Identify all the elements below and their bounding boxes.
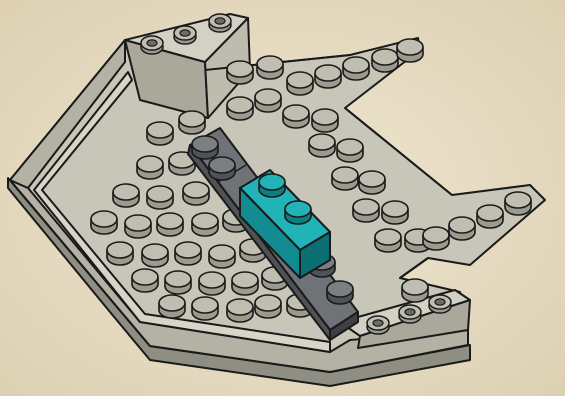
- instruction-scene: 2: [0, 0, 565, 396]
- lego-model-illustration: [0, 0, 565, 396]
